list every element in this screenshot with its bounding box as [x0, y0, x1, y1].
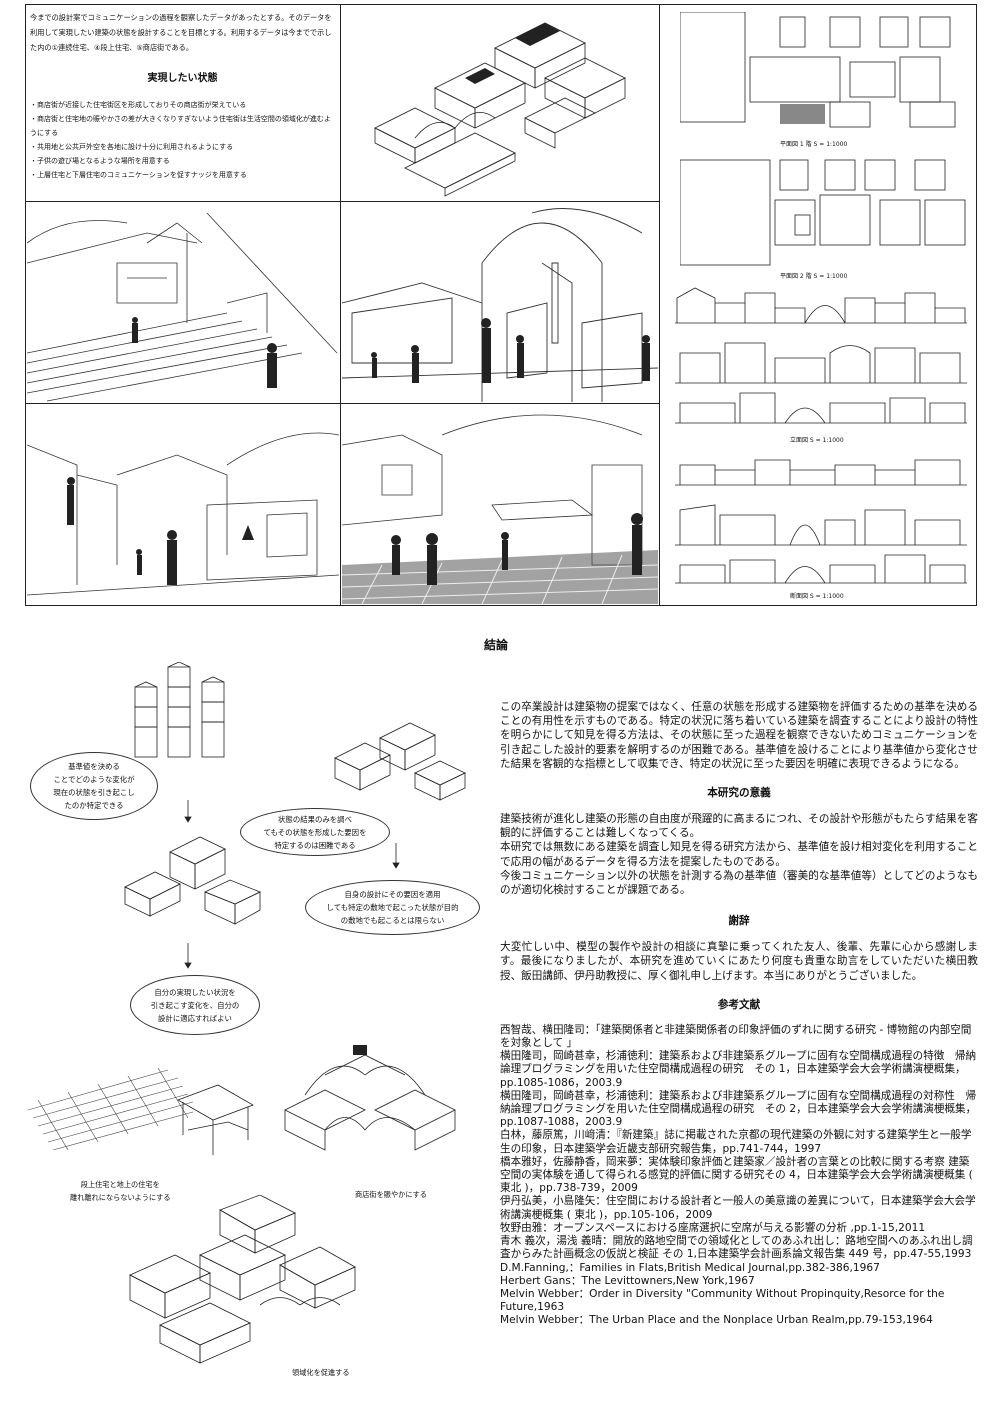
label-stair-housing: 段上住宅と地上の住宅を 離れ離れにならないようにする — [70, 1180, 171, 1202]
significance-title: 本研究の意義 — [707, 787, 771, 800]
floor-plan-2f — [680, 159, 966, 266]
text-column: この卒業設計は建築物の提案ではなく、任意の状態を形成する建築物を評価するための基… — [500, 700, 978, 1328]
reference-item: 横田隆司，岡崎甚幸，杉浦徳利：建築系および非建築系グループに固有な空間構成過程の… — [500, 1050, 977, 1089]
floor-plan-1f — [680, 12, 956, 128]
intro-panel: 今までの設計案でコミュニケーションの過程を観察したデータがあったとする。そのデー… — [30, 10, 335, 198]
territory-housing-drawing — [129, 1195, 356, 1364]
reference-item: 橋本雅好，佐藤静香，岡来夢：実体験印象評価と建築家／設計者の言葉との比較に関する… — [500, 1155, 973, 1195]
intro-title: 実現したい状態 — [147, 73, 218, 84]
board-divider — [659, 4, 660, 606]
reference-item: 伊丹弘美，小島隆矢：住空間における設計者と一般人の美意識の差異について，日本建築… — [500, 1195, 976, 1221]
diagram-bubble-apply-factor: 自身の設計にその要因を適用 しても特定の敷地で起こった状態が目的 の敷地でも起こ… — [305, 880, 480, 935]
town-axonometric-drawing — [374, 22, 626, 197]
base-housing-drawing — [124, 836, 261, 925]
references-title: 参考文献 — [717, 998, 761, 1011]
plan-2f-caption: 平面図 2 階 S = 1:1000 — [780, 273, 848, 280]
elevation-caption: 立面図 S = 1:1000 — [790, 437, 844, 444]
reference-item: 青木 義次，湯浅 義晴：開放的路地空間での領域化としてのあふれ出し：路地空間への… — [500, 1235, 973, 1261]
perspective-stair-view — [27, 212, 338, 402]
intro-paragraph: 今までの設計案でコミュニケーションの過程を観察したデータがあったとする。そのデー… — [30, 13, 332, 52]
cluster-housing-drawing — [334, 722, 466, 801]
label-territorialization: 領域化を促進する — [292, 1368, 350, 1377]
reference-item: 西智哉、横田隆司：「建築関係者と非建築関係者の印象評価のずれに関する研究 - 博… — [500, 1023, 972, 1050]
section-caption: 断面図 S = 1:1000 — [790, 593, 844, 600]
label-shopping-street: 商店街を賑やかにする — [355, 1190, 427, 1199]
reference-item: Herbert Gans：The Levittowners,New York,1… — [500, 1274, 755, 1287]
thanks-title: 謝辞 — [728, 915, 750, 928]
board-divider — [25, 201, 660, 202]
plan-1f-caption: 平面図 1 階 S = 1:1000 — [780, 141, 848, 148]
reference-item: 横田隆司，岡崎甚幸，杉浦徳利：建築系および非建築系グループに固有な空間構成過程の… — [500, 1089, 977, 1129]
shopping-arcade-drawing — [284, 1045, 456, 1151]
board-divider — [25, 403, 660, 404]
reference-item: Melvin Webber：The Urban Place and the No… — [500, 1314, 933, 1327]
intro-list: ・商店街が近接した住宅街区を形成しておりその商店街が栄えている ・商店街と住宅地… — [30, 98, 335, 182]
tower-housing-drawing — [134, 662, 225, 758]
thanks-paragraph: 大変忙しい中、模型の製作や設計の相談に真摯に乗ってくれた友人、後輩、先輩に心から… — [500, 941, 978, 982]
intro-item: ・上層住宅と下層住宅のコミュニケーションを促すナッジを用意する — [30, 171, 247, 179]
diagram-bubble-my-design: 自分の実現したい状況を 引き起こす変化を、自分の 設計に適応すればよい — [130, 975, 260, 1035]
intro-item: ・商店街が近接した住宅街区を形成しておりその商店街が栄えている — [30, 101, 247, 109]
board-divider — [340, 4, 341, 606]
perspective-street-view — [27, 432, 339, 596]
intro-item: ・商店街と住宅地の賑やかさの差が大きくなりすぎないよう住宅街は生活空間の領域化が… — [30, 115, 331, 137]
reference-item: 牧野由雅：オープンスペースにおける座席選択に空席が与える影響の分析 ,pp.1-… — [500, 1221, 926, 1234]
reference-item: Melvin Webber：Order in Diversity "Commun… — [500, 1287, 945, 1314]
diagram-bubble-result-only: 状態の結果のみを調べ てもその状態を形成した要因を 特定するのは困難である — [240, 808, 390, 856]
significance-paragraph: 建築技術が進化し建築の形態の自由度が飛躍的に高まるにつれ、その設計や形態がもたら… — [500, 813, 978, 840]
significance-paragraph: 本研究では無数にある建築を調査し知見を得る研究方法から、基準値を設け相対変化を利… — [500, 841, 978, 868]
section-drawings — [675, 459, 967, 584]
intro-item: ・子供の遊び場となるような場所を用意する — [30, 157, 170, 165]
perspective-plaza-view — [342, 414, 658, 604]
perspective-arcade-view — [342, 208, 658, 402]
reference-item: D.M.Fanning,：Families in Flats,British M… — [500, 1261, 880, 1274]
significance-paragraph: 今後コミュニケーション以外の状態を計測する為の基準値（審美的な基準値等）としてど… — [500, 869, 978, 897]
references-list: 西智哉、横田隆司：「建築関係者と非建築関係者の印象評価のずれに関する研究 - 博… — [500, 1024, 978, 1328]
intro-item: ・共用地と公共戸外空を各地に設け十分に利用されるようにする — [30, 143, 234, 151]
reference-item: 白林，藤原篤，川﨑清：『新建築』誌に掲載された京都の現代建築の外観に対する建築学… — [500, 1129, 972, 1155]
conclusion-title: 結論 — [484, 638, 509, 652]
conclusion-paragraph: この卒業設計は建築物の提案ではなく、任意の状態を形成する建築物を評価するための基… — [500, 701, 978, 770]
stair-housing-drawing — [28, 1067, 254, 1155]
diagram-arrows — [184, 800, 400, 969]
elevation-drawings — [675, 287, 967, 424]
diagram-bubble-standard: 基準値を決める ことでどのような変化が 現在の状態を引き起こし たのか特定できる — [30, 752, 158, 820]
